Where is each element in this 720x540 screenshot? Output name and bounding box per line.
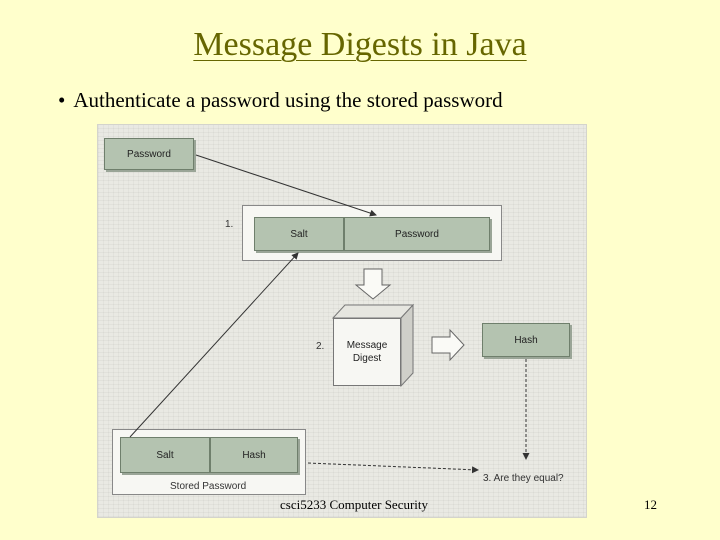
message-digest-cube: Message Digest: [333, 318, 401, 386]
footer-course: csci5233 Computer Security: [280, 497, 429, 512]
diagram-connectors: [129, 154, 530, 474]
step1-number: 1.: [225, 219, 234, 230]
stored-salt-box: Salt: [120, 437, 210, 473]
password-authentication-figure: Password 1. Salt Password 2. Message Dig…: [97, 124, 587, 518]
step1-password-box: Password: [344, 217, 490, 251]
stored-hash-to-compare-arrow: [307, 462, 479, 474]
bullet-marker: •: [58, 88, 66, 112]
page-number: 12: [644, 497, 657, 512]
step1-password-label: Password: [395, 228, 439, 240]
step1-to-digest-arrow: [354, 268, 392, 300]
stored-salt-label: Salt: [156, 449, 174, 461]
stored-password-caption: Stored Password: [170, 481, 247, 492]
slide-title: Message Digests in Java: [193, 26, 527, 63]
digest-to-hash-arrow: [431, 328, 465, 362]
password-input-label: Password: [127, 148, 171, 160]
step1-salt-label: Salt: [290, 228, 308, 240]
stored-hash-label: Hash: [242, 449, 266, 461]
hash-output-box: Hash: [482, 323, 570, 357]
password-to-step1-arrow: [195, 154, 377, 217]
step2-number: 2.: [316, 341, 325, 352]
password-input-box: Password: [104, 138, 194, 170]
step3-label: 3. Are they equal?: [483, 473, 564, 484]
bullet-text: Authenticate a password using the stored…: [73, 88, 503, 112]
hash-output-label: Hash: [514, 334, 538, 346]
step1-salt-box: Salt: [254, 217, 344, 251]
digest-label-line1: Message: [346, 340, 388, 351]
digest-label-line2: Digest: [352, 353, 382, 364]
stored-salt-to-step1-arrow: [129, 252, 299, 438]
bullet-point: • Authenticate a password using the store…: [58, 88, 503, 113]
stored-hash-box: Hash: [210, 437, 298, 473]
